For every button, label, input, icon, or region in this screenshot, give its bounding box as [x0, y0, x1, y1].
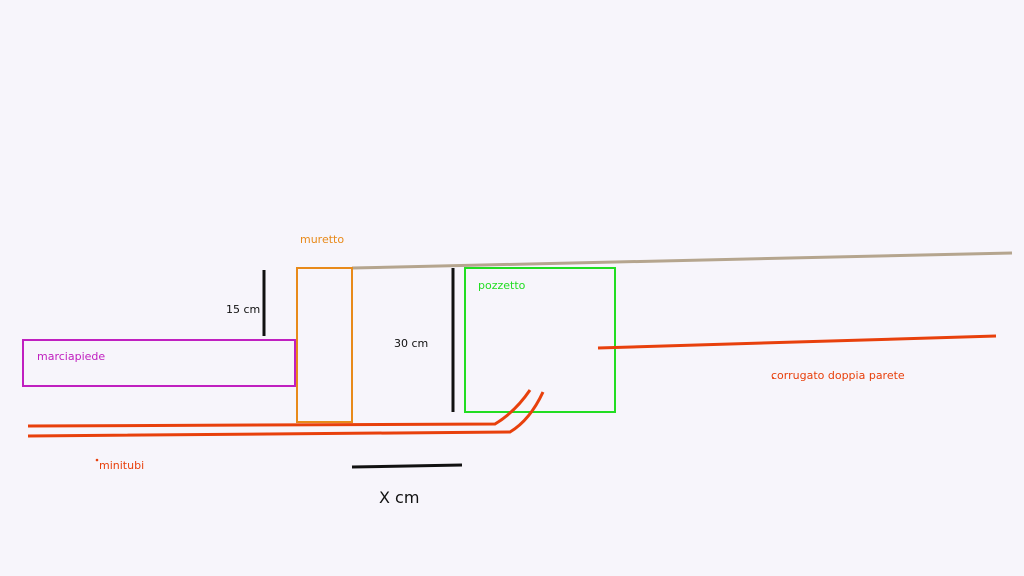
dimension-x-bar	[351, 463, 463, 469]
corrugato-label: corrugato doppia parete	[771, 369, 905, 382]
height-30cm-label: 30 cm	[394, 337, 429, 350]
pozzetto-label: pozzetto	[478, 279, 526, 292]
height-15cm-label: 15 cm	[226, 303, 261, 316]
ground-line	[351, 251, 1013, 270]
muretto-box	[296, 267, 353, 423]
corrugato-dot	[772, 377, 774, 379]
marciapiede-box	[22, 339, 296, 387]
marciapiede-label: marciapiede	[37, 350, 106, 363]
corrugato-pipe	[597, 334, 997, 350]
muretto-label: muretto	[300, 233, 345, 246]
pozzetto-box	[464, 267, 616, 413]
minitubi-label: minitubi	[99, 459, 145, 472]
minitubo-lower	[27, 391, 545, 438]
minitubo-upper	[27, 389, 532, 428]
width-x-label: X cm	[379, 488, 420, 507]
minitubi-dot	[95, 458, 99, 462]
